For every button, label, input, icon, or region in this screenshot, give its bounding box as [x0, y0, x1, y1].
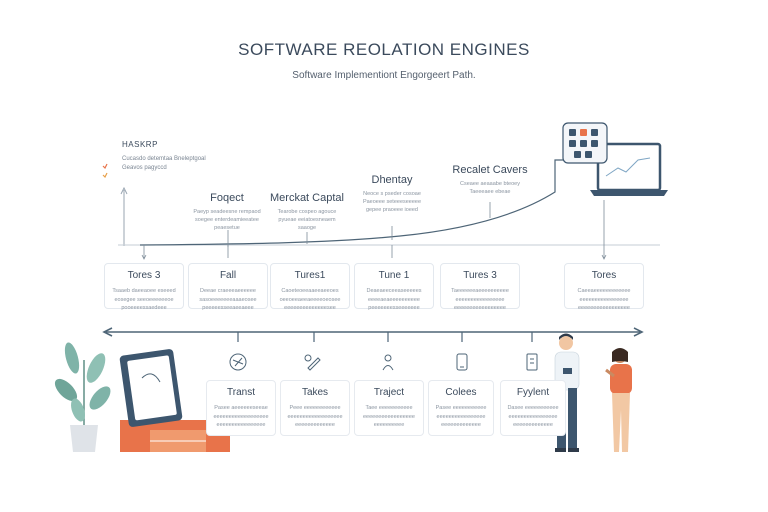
- phase-card: Tores 3 Tsaaeb daeeaoee eseeed eosegee s…: [104, 263, 184, 311]
- phase-text: Caoeteoeeaaeeaeeoes: [281, 288, 339, 294]
- person-woman-illustration: [605, 348, 632, 452]
- step-text: eeeeeeeeeeeeeeeee: [362, 413, 415, 420]
- step-text: Dasee eeeeeeeeeee: [507, 405, 559, 411]
- step-card: Traject Taee eeeeeeeeeee eeeeeeeeeeeeeee…: [354, 380, 424, 436]
- phase-text: Taeeeeeeaeeeeeeeeee: [451, 288, 509, 294]
- phase-text: eeeeeeeeeeeeeeeee: [577, 305, 630, 311]
- phase-title: Tures1: [294, 270, 326, 281]
- phase-title: Fall: [219, 270, 237, 281]
- step-title: Takes: [301, 387, 329, 398]
- arrow-right-icon: [633, 327, 644, 337]
- step-title: Fyylent: [516, 387, 550, 398]
- phase-text: peeeeeeesseeeeeee: [368, 305, 420, 311]
- step-card: Takes Peee eeeeeeeeeeee eeeeeeeeeeeeeeee…: [280, 380, 350, 436]
- milestone-2: Merckat Captal Tearobe cospeo agouce pyu…: [254, 192, 360, 232]
- step-card: Colees Pasee eeeeeeeeeee eeeeeeeeeeeeeee…: [428, 380, 494, 436]
- legend-title: HASKRP: [122, 140, 158, 149]
- legend-item: Cucasdo detemtaa Bneleptgoal: [122, 156, 206, 162]
- milestone-1: Foqect Paeyp seadeesne rempaod soegee en…: [172, 192, 282, 232]
- milestone-text: Tearobe cospeo agouce: [277, 209, 337, 215]
- phase-text: Tsaaeb daeeaoee eseeed: [112, 288, 176, 294]
- phase-text: eeeeeeeeeeeeeesee: [284, 305, 336, 311]
- app-grid-icon: [562, 122, 608, 164]
- step-text: eeeeeeeeeeeee: [295, 422, 335, 428]
- phase-text: eeeeeeeeeeeeeeee: [579, 296, 629, 303]
- phase-card: Tune 1 Deaeaeeceeaseeeees eeeeaeaeeeeeee…: [354, 263, 434, 311]
- phase-text: peeeeesseeaeeaeee: [202, 305, 254, 311]
- step-card: Fyylent Dasee eeeeeeeeeee eeeeeeeeeeeeee…: [500, 380, 566, 436]
- page-title: SOFTWARE REOLATION ENGINES: [238, 40, 530, 59]
- arrow-down-icon: [601, 254, 607, 260]
- milestone-title: Merckat Captal: [270, 192, 344, 204]
- document-icon: [526, 353, 538, 371]
- step-text: eeeeeeeeee: [373, 422, 405, 428]
- phase-title: Tune 1: [378, 270, 410, 281]
- milestone-title: Recalet Cavers: [452, 164, 528, 176]
- step-text: Pasee aeeeeeeseeae: [214, 405, 268, 411]
- arrow-down-icon: [141, 254, 147, 260]
- phase-card: Tores Caeeaeeeeeeeeeeee eeeeeeeeeeeeeeee…: [564, 263, 644, 311]
- milestone-text: Paeyp seadeesne rempaod: [193, 209, 261, 215]
- phase-text: oeeoeeaeeaeeeeoeosee: [279, 296, 341, 303]
- milestone-text: pyueae eeiatoesneaem: [278, 217, 336, 223]
- milestone-text: gepee praoeee ioeed: [366, 207, 418, 213]
- step-card: Transt Pasee aeeeeeeseeae eeeeeeeeeeeeee…: [206, 380, 276, 436]
- step-text: eeeeeeeeeeeeeeeeee: [287, 413, 343, 420]
- phase-title: Tores: [591, 270, 617, 281]
- milestone-3: Dhentay Neoce s pseder cosoae Paeoeee se…: [340, 174, 444, 214]
- phase-card: Fall Deeae craeeeaeeeeee sasoeeeeeeeaaae…: [188, 263, 268, 311]
- step-text: eeeeeeeeeeeeeeee: [436, 413, 486, 420]
- laptop-icon: [590, 142, 668, 196]
- step-text: eeeeeeeeeeeee: [513, 422, 553, 428]
- step-title: Transt: [227, 387, 255, 398]
- legend: HASKRP Cucasdo detemtaa Bneleptgoal Geav…: [102, 140, 252, 179]
- plant-icon: [54, 342, 111, 452]
- phase-text: eeeeaeaeeeeeeeeee: [367, 296, 420, 303]
- phase-text: eeeeeeeeeeeeeeeee: [453, 305, 506, 311]
- phase-text: pooeeeessaedeee: [121, 305, 167, 311]
- step-text: eeeeeeeeeeeee: [441, 422, 481, 428]
- milestone-text: Neoce s pseder cosoae: [363, 191, 421, 197]
- person-icon: [382, 354, 394, 371]
- phase-text: eosegee seeoeeeeeeoe: [114, 296, 174, 303]
- legend-marker-1: [102, 156, 108, 170]
- phase-title: Tores 3: [127, 270, 161, 281]
- step-title: Traject: [373, 387, 405, 398]
- phase-text: sasoeeeeeeeaaaeosee: [199, 296, 257, 303]
- step-text: Taee eeeeeeeeeee: [365, 405, 413, 411]
- phase-text: Caeeaeeeeeeeeeeee: [577, 288, 631, 294]
- y-axis-arrow-icon: [120, 186, 128, 195]
- milestone-text: saaoge: [297, 225, 317, 231]
- step-text: Peee eeeeeeeeeeee: [289, 405, 341, 411]
- phase-card: Tures1 Caoeteoeeaaeeaeeoes oeeoeeaeeaeee…: [270, 263, 350, 311]
- phase-text: Deeae craeeeaeeeeee: [200, 288, 256, 294]
- growth-curve: [139, 159, 565, 246]
- step-text: eeeeeeeeeeeeeeee: [216, 422, 266, 428]
- globe-icon: [229, 353, 247, 371]
- arrow-left-icon: [102, 327, 113, 337]
- milestone-title: Dhentay: [371, 174, 413, 186]
- milestone-title: Foqect: [210, 192, 244, 204]
- phase-card: Tures 3 Taeeeeeeaeeeeeeeeee eeeeeeeeeeee…: [440, 263, 520, 311]
- phase-text: eeeeeeeeeeeeeeee: [455, 296, 505, 303]
- tablet-icon: [119, 349, 230, 452]
- milestone-4: Recalet Cavers Cseaee aeaaabe bteoey Tae…: [438, 164, 542, 196]
- milestone-text: soegee enterdeamieeatee: [195, 217, 259, 223]
- legend-item: Geavos pagyccd: [122, 165, 167, 171]
- milestone-text: peaesetue: [214, 225, 240, 231]
- pen-icon: [304, 354, 321, 371]
- step-text: eeeeeeeeeeeeeeeeee: [213, 413, 269, 420]
- step-text: eeeeeeeeeeeeeeee: [508, 413, 558, 420]
- step-text: Pasee eeeeeeeeeee: [435, 405, 487, 411]
- milestone-text: Paeoeee seteeeseeeee: [362, 199, 422, 205]
- phase-text: Deaeaeeceeaseeeees: [366, 288, 422, 294]
- legend-marker-2: [102, 165, 108, 179]
- phase-title: Tures 3: [463, 270, 497, 281]
- page-subtitle: Software Implementiont Engorgeert Path.: [292, 70, 476, 81]
- step-title: Colees: [445, 387, 477, 398]
- milestone-text: Cseaee aeaaabe bteoey: [460, 181, 520, 187]
- milestone-text: Taeeeaee ebeae: [469, 189, 511, 195]
- phone-icon: [456, 353, 468, 371]
